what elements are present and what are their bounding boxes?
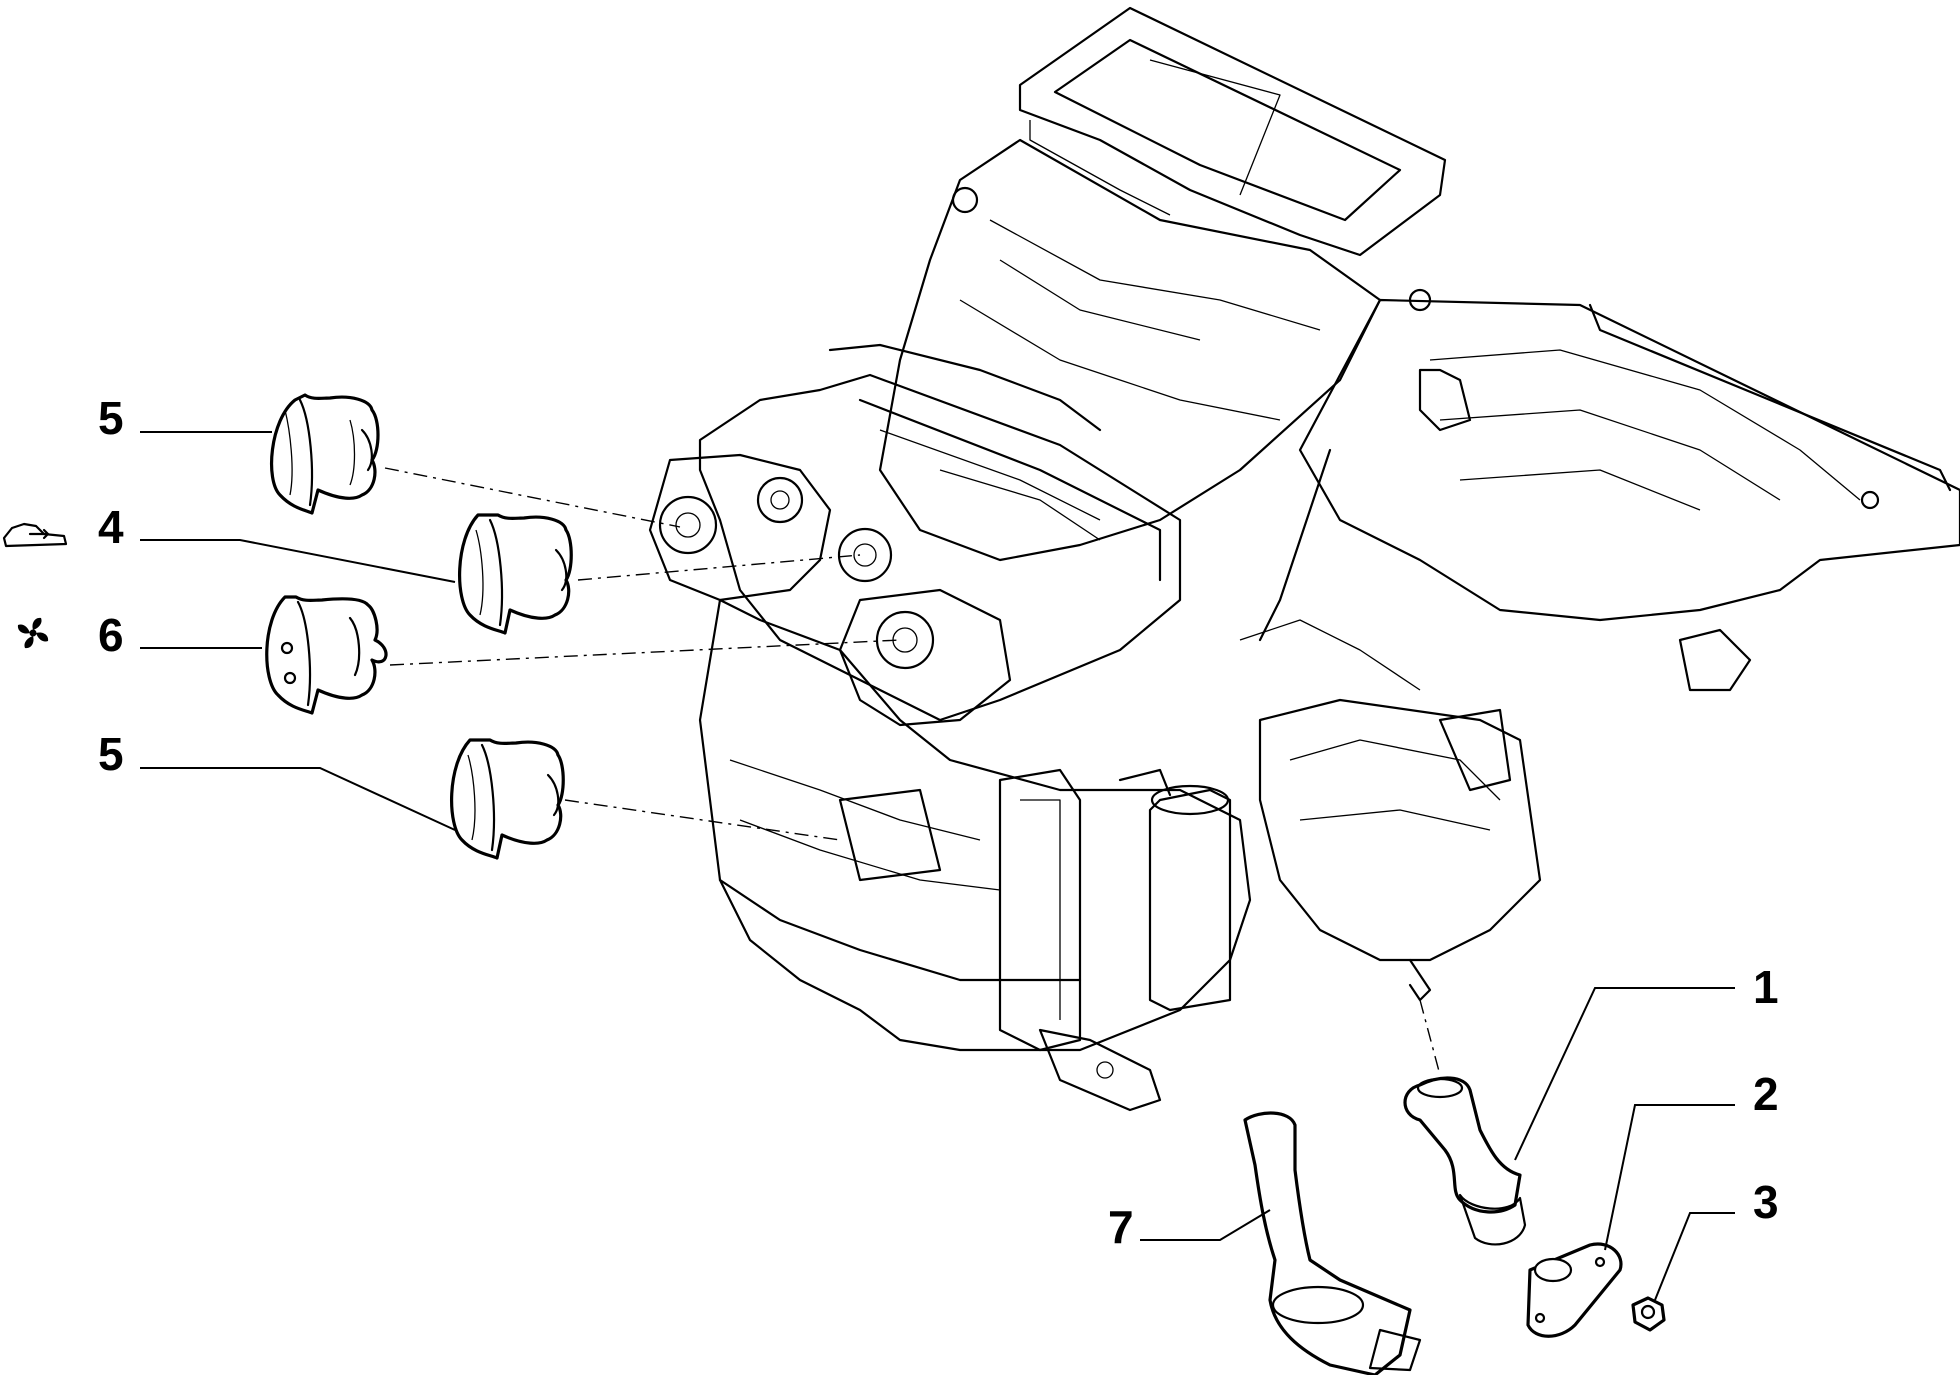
fan-icon bbox=[17, 617, 49, 649]
callout-7: 7 bbox=[1108, 1201, 1134, 1253]
assembly-lines bbox=[384, 467, 1441, 1076]
knob-5-lower bbox=[449, 738, 565, 860]
callout-6: 6 bbox=[98, 609, 124, 661]
pipe-7 bbox=[1243, 1111, 1422, 1375]
callout-5-upper: 5 bbox=[98, 392, 124, 444]
hvac-housing bbox=[648, 6, 1960, 1112]
callout-5-lower: 5 bbox=[98, 728, 124, 780]
knob-6 bbox=[265, 595, 388, 715]
pipe-1 bbox=[1403, 1076, 1527, 1246]
leader-lines bbox=[140, 431, 1735, 1301]
car-air-direction-icon bbox=[2, 522, 68, 548]
gasket-2 bbox=[1526, 1242, 1623, 1338]
knob-4 bbox=[457, 513, 573, 635]
callout-3: 3 bbox=[1753, 1176, 1779, 1228]
knob-5-upper bbox=[269, 393, 380, 515]
callout-4: 4 bbox=[98, 501, 124, 553]
nut-3 bbox=[1631, 1296, 1666, 1332]
callout-2: 2 bbox=[1753, 1068, 1779, 1120]
callout-1: 1 bbox=[1753, 961, 1779, 1013]
